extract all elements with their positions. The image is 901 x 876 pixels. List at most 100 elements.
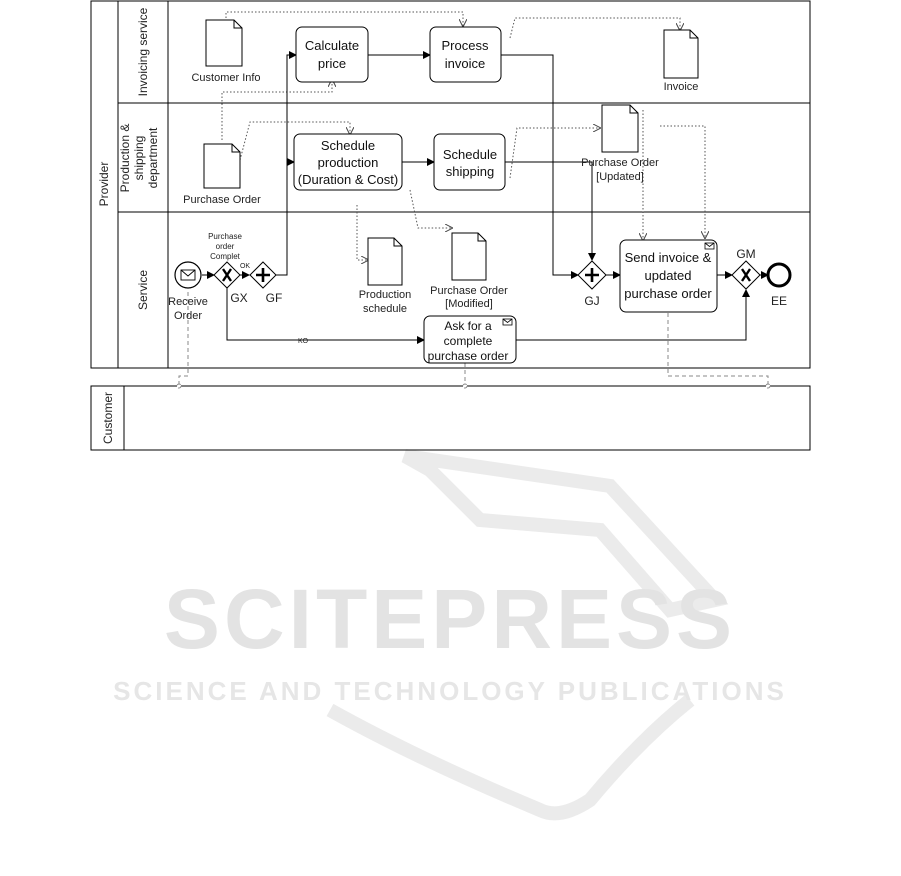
- watermark-base-shape: [326, 694, 695, 821]
- task-send-label-1: Send invoice &: [625, 250, 712, 265]
- watermark-subtitle: SCIENCE AND TECHNOLOGY PUBLICATIONS: [113, 676, 787, 706]
- assoc-poupdated-send: [660, 125, 705, 238]
- doc-production-schedule-label-1: Production: [359, 289, 412, 301]
- start-event-label-1: Receive: [168, 296, 208, 308]
- lane-label-production: Production & shipping department: [118, 124, 160, 193]
- task-ask-complete-po: [423, 315, 517, 364]
- task-schedule-prod-label-1: Schedule: [321, 138, 375, 153]
- doc-purchase-order-fold: [231, 144, 240, 153]
- task-ask-label-3: purchase order: [428, 349, 509, 363]
- flow-gf-calculate: [276, 51, 297, 276]
- task-schedule-prod-label-3: (Duration & Cost): [298, 172, 398, 187]
- doc-customer-info-fold: [233, 20, 242, 29]
- task-calculate-price: [295, 26, 369, 83]
- task-process-label-1: Process: [442, 38, 489, 53]
- task-schedule-prod-label-2: production: [318, 155, 379, 170]
- message-flow-ask-end: [462, 383, 468, 389]
- doc-po-updated-label-1: Purchase Order: [581, 157, 659, 169]
- doc-invoice-label: Invoice: [664, 81, 699, 93]
- doc-po-updated: [601, 104, 639, 153]
- data-associations: [221, 11, 705, 260]
- customer-pool-label: Customer: [101, 392, 115, 444]
- ask-envelope-icon: [502, 318, 513, 326]
- doc-po-modified-label-1: Purchase Order: [430, 285, 508, 297]
- gateways: [213, 260, 761, 290]
- doc-po-modified-fold: [477, 233, 486, 242]
- condition-label-2: order: [216, 242, 235, 251]
- gateway-gx-label: GX: [230, 291, 247, 305]
- message-flows: [176, 290, 771, 389]
- task-ask-label-1: Ask for a: [444, 319, 492, 333]
- documents: [203, 19, 699, 286]
- doc-customer-info-label: Customer Info: [191, 72, 260, 84]
- doc-production-schedule-fold: [393, 238, 402, 247]
- assoc-shipping-poupdated: [509, 128, 600, 179]
- assoc-process-invoice: [509, 17, 680, 39]
- flow-ko-label: KO: [298, 338, 309, 345]
- doc-production-schedule: [367, 237, 403, 286]
- start-event-receive: [174, 261, 202, 289]
- message-envelope-flap: [180, 269, 196, 277]
- task-process-invoice: [429, 26, 502, 83]
- assoc-schedule-pomodified: [409, 189, 452, 228]
- doc-po-updated-fold: [629, 105, 638, 114]
- condition-label-3: Complet: [210, 252, 241, 261]
- message-flow-receive-start: [176, 383, 182, 389]
- tasks: [293, 26, 718, 364]
- provider-pool-label: Provider: [97, 162, 111, 207]
- task-schedule-ship-label-2: shipping: [446, 164, 494, 179]
- condition-label-1: Purchase: [208, 232, 242, 241]
- assoc-customerinfo-process: [225, 11, 463, 26]
- task-calculate-label-2: price: [318, 56, 346, 71]
- start-event-label-2: Order: [174, 310, 202, 322]
- flow-ask-gm: [516, 289, 750, 341]
- gateway-gj-label: GJ: [584, 294, 599, 308]
- doc-po-updated-label-2: [Updated]: [596, 171, 644, 183]
- end-event-ee: [766, 262, 792, 288]
- gateway-gf: [249, 261, 277, 289]
- lane-label-production-line2: shipping: [132, 136, 146, 181]
- watermark-arch-shape: [401, 449, 729, 618]
- assoc-po-calculate: [221, 80, 332, 140]
- doc-production-schedule-label-2: schedule: [363, 303, 407, 315]
- task-ask-label-2: complete: [444, 334, 493, 348]
- task-message-icons: [502, 242, 715, 326]
- message-envelope-icon: [180, 269, 196, 281]
- gateway-gj-plus-icon: [585, 268, 599, 282]
- doc-purchase-order: [203, 143, 241, 189]
- task-process-label-2: invoice: [445, 56, 485, 71]
- provider-pool: [90, 0, 811, 369]
- lane-label-invoicing: Invoicing service: [136, 7, 150, 96]
- gateway-gm-label: GM: [736, 247, 755, 261]
- flow-shipping-gj: [505, 161, 596, 261]
- flow-gx-ask: [226, 288, 425, 344]
- doc-invoice-fold: [689, 30, 698, 39]
- gateway-gm-x-icon: [741, 268, 751, 282]
- flow-process-gj: [501, 54, 579, 279]
- task-send-invoice: [619, 239, 718, 313]
- doc-po-modified-label-2: [Modified]: [445, 298, 493, 310]
- lane-label-production-line3: department: [146, 127, 160, 188]
- gateway-gj: [577, 260, 607, 290]
- gateway-gx-x-icon: [222, 268, 232, 282]
- watermark-title: SCITEPRESS: [164, 572, 736, 666]
- doc-po-modified: [451, 232, 487, 281]
- task-calculate-label-1: Calculate: [305, 38, 359, 53]
- gateway-gx: [213, 261, 241, 289]
- gateway-gf-plus-icon: [256, 268, 270, 282]
- flow-ok-label: OK: [240, 263, 250, 270]
- task-schedule-shipping: [433, 133, 506, 191]
- end-event-label: EE: [771, 294, 787, 308]
- gateway-gf-label: GF: [266, 291, 283, 305]
- task-schedule-ship-label-1: Schedule: [443, 147, 497, 162]
- customer-pool: [90, 385, 811, 451]
- task-send-label-3: purchase order: [624, 286, 712, 301]
- task-send-label-2: updated: [645, 268, 692, 283]
- lane-label-service: Service: [136, 270, 150, 310]
- doc-invoice: [663, 29, 699, 79]
- send-envelope-icon: [704, 242, 715, 250]
- sequence-flows: [202, 51, 769, 344]
- assoc-schedule-prodschedule: [356, 205, 368, 260]
- doc-customer-info: [205, 19, 243, 67]
